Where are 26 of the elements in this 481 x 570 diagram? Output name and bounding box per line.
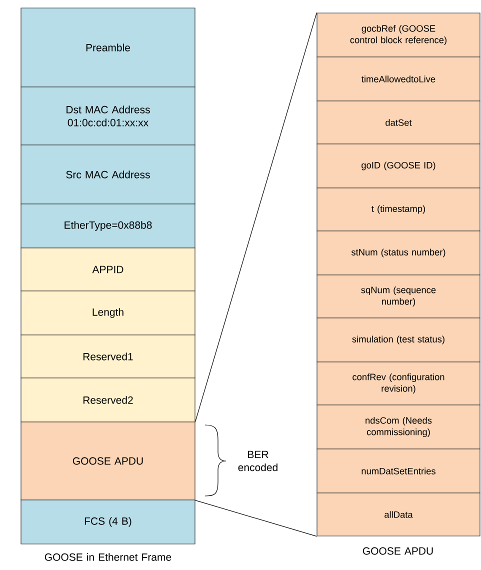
field-box: FCS (4 B)	[20, 500, 196, 544]
field-box: Preamble	[20, 8, 196, 88]
field-box: simulation (test status)	[316, 318, 480, 362]
field-box: Src MAC Address	[20, 144, 196, 204]
field-box: numDatSetEntries	[316, 448, 480, 494]
zoom-line	[195, 500, 317, 537]
field-box: Length	[20, 290, 196, 336]
field-box: Reserved1	[20, 334, 196, 378]
field-box: stNum (status number)	[316, 230, 480, 276]
field-box: timeAllowedtoLive	[316, 56, 480, 102]
field-box: Reserved2	[20, 378, 196, 422]
field-box: gocbRef (GOOSE control block reference)	[316, 12, 480, 58]
field-box: EtherType=0x88b8	[20, 204, 196, 248]
field-box: allData	[316, 492, 480, 536]
field-box: datSet	[316, 100, 480, 144]
zoom-line	[195, 12, 317, 422]
field-box: sqNum (sequence number)	[316, 274, 480, 318]
field-box: goID (GOOSE ID)	[316, 144, 480, 188]
field-box: ndsCom (Needs commissioning)	[316, 404, 480, 450]
caption: BER encoded	[238, 450, 278, 472]
field-box: t (timestamp)	[316, 188, 480, 232]
field-box: confRev (configuration revision)	[316, 362, 480, 406]
caption: GOOSE APDU	[362, 547, 433, 555]
field-box: APPID	[20, 248, 196, 292]
field-box: Dst MAC Address 01:0c:cd:01:xx:xx	[20, 86, 196, 146]
field-box: GOOSE APDU	[20, 422, 196, 500]
